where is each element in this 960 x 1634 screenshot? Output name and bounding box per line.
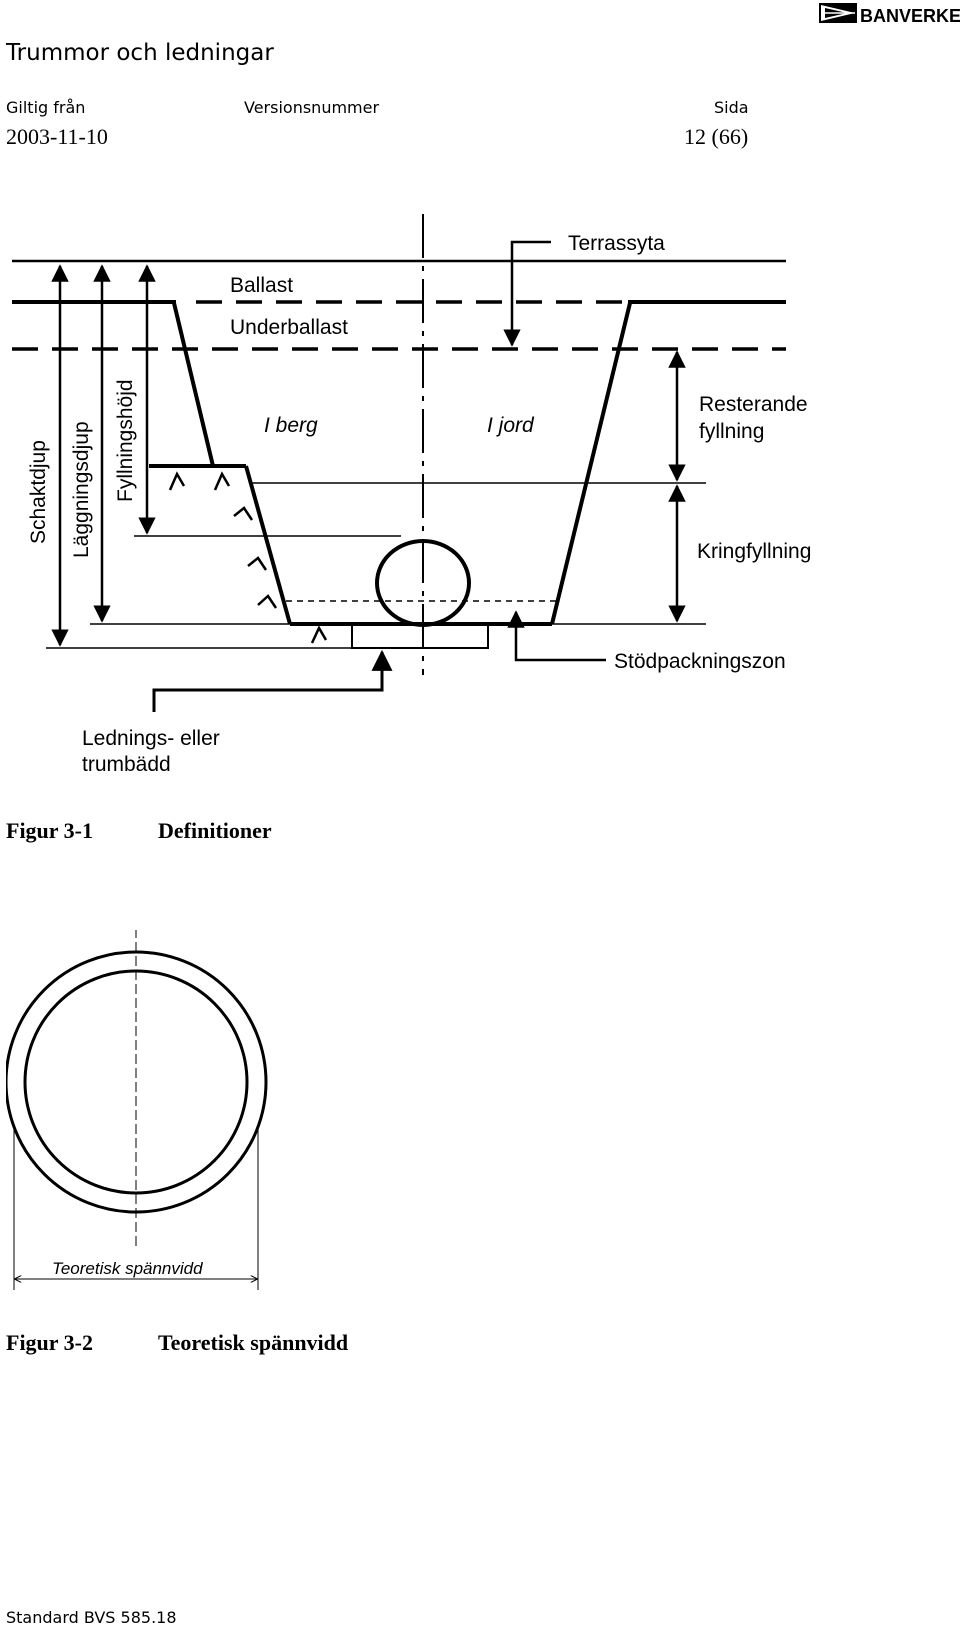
terrassyta-label: Terrassyta: [568, 232, 665, 255]
i-jord-label: I jord: [487, 414, 535, 437]
figure1-caption-number: Figur 3-1: [6, 818, 93, 843]
theoretical-span-diagram: Teoretisk spännvidd: [4, 900, 296, 1340]
valid-from-label: Giltig från: [6, 98, 86, 117]
fyllningshojd-label: Fyllningshöjd: [114, 379, 137, 502]
rock-hatching: [168, 471, 328, 644]
pipe-inner-circle: [23, 969, 249, 1195]
laggningsdjup-label: Läggningsdjup: [70, 421, 93, 558]
page-label: Sida: [714, 98, 749, 117]
underballast-label: Underballast: [230, 316, 348, 339]
rock-wall-upper: [172, 302, 215, 467]
pipe-circle: [375, 539, 471, 627]
span-label: Teoretisk spännvidd: [52, 1259, 203, 1278]
resterande-label-line2: fyllning: [699, 420, 764, 443]
figure2-caption-text: Teoretisk spännvidd: [158, 1330, 349, 1355]
banverket-logo: BANVERKET: [819, 0, 960, 30]
schaktdjup-label: Schaktdjup: [27, 440, 50, 544]
banverket-logo-mark: [819, 3, 857, 23]
rock-wall-lower: [244, 465, 292, 625]
figure2-caption-number: Figur 3-2: [6, 1330, 93, 1355]
trench-definitions-diagram: Terrassyta Ballast Underballast I berg I…: [6, 210, 868, 810]
bedding-leader: [152, 649, 393, 712]
kringfyllning-label: Kringfyllning: [697, 540, 811, 563]
ledning-label-line2: trumbädd: [82, 753, 171, 776]
pipe-outer-circle: [4, 950, 268, 1214]
pipe-bedding: [351, 624, 489, 649]
footer-standard: Standard BVS 585.18: [6, 1608, 177, 1627]
version-label: Versionsnummer: [244, 98, 380, 117]
page-number: 12 (66): [684, 124, 749, 149]
stodpackningszon-label: Stödpackningszon: [614, 650, 786, 673]
document-title: Trummor och ledningar: [6, 40, 274, 66]
soil-wall: [550, 302, 632, 625]
stodpackningszon-leader: [507, 610, 606, 662]
resterande-label-line1: Resterande: [699, 393, 808, 416]
terrassyta-leader: [503, 240, 551, 347]
figure1-caption-text: Definitioner: [158, 818, 272, 843]
ballast-label: Ballast: [230, 274, 293, 297]
logo-wordmark: BANVERKET: [860, 6, 960, 26]
i-berg-label: I berg: [264, 414, 318, 437]
valid-from-value: 2003-11-10: [6, 124, 108, 149]
ledning-label-line1: Lednings- eller: [82, 727, 220, 750]
